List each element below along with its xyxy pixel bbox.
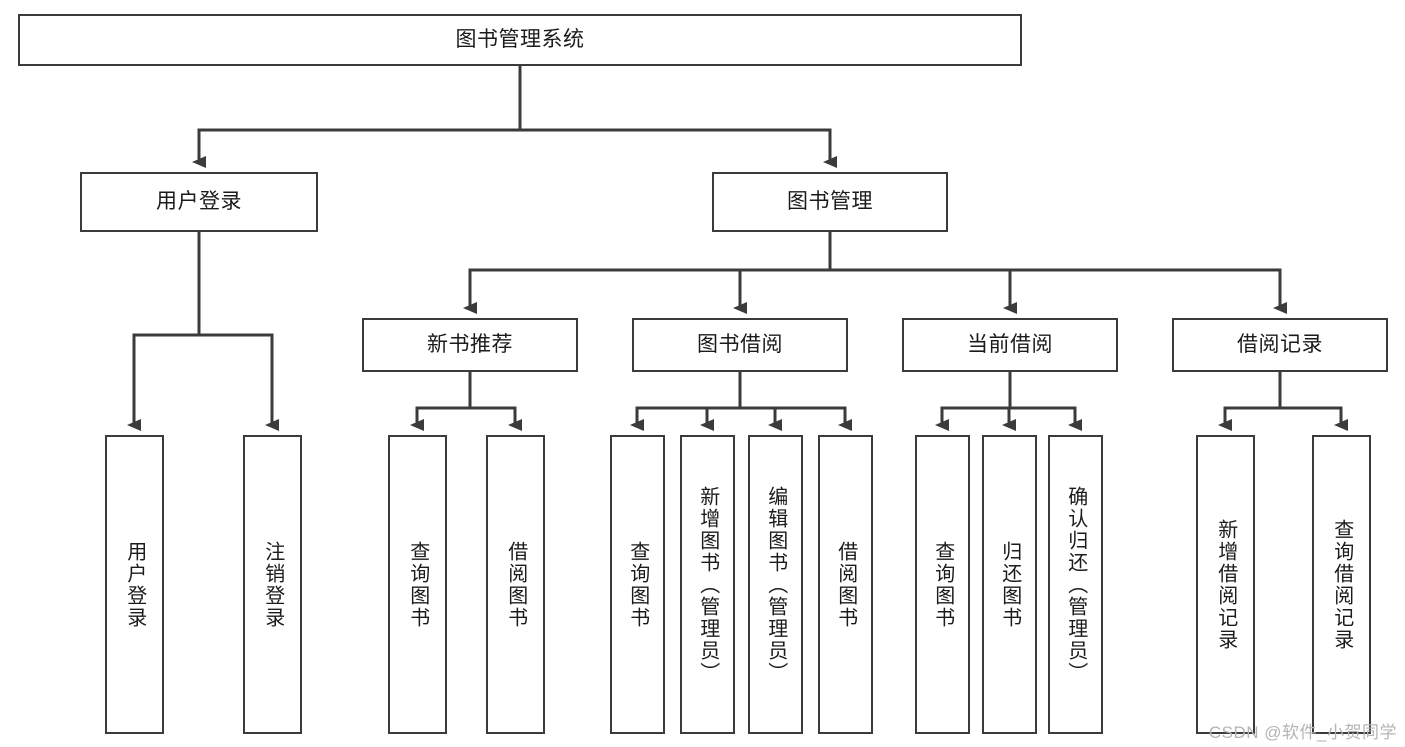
leaf-return-book[interactable]: 归还图书 — [982, 435, 1037, 734]
node-current-borrow[interactable]: 当前借阅 — [902, 318, 1118, 372]
leaf-logout[interactable]: 注销登录 — [243, 435, 302, 734]
leaf-user-login-label: 用户登录 — [123, 540, 146, 629]
leaf-user-login[interactable]: 用户登录 — [105, 435, 164, 734]
leaf-edit-book-admin[interactable]: 编辑图书（管理员） — [748, 435, 803, 734]
leaf-add-book-admin[interactable]: 新增图书（管理员） — [680, 435, 735, 734]
leaf-query-book-borrow-label: 查询图书 — [626, 540, 649, 629]
node-book-manage-label: 图书管理 — [787, 189, 873, 213]
node-borrow-record[interactable]: 借阅记录 — [1172, 318, 1388, 372]
leaf-edit-book-admin-label: 编辑图书（管理员） — [764, 485, 787, 684]
node-book-borrow-label: 图书借阅 — [697, 332, 783, 356]
leaf-query-book-recommend[interactable]: 查询图书 — [388, 435, 447, 734]
leaf-add-book-admin-label: 新增图书（管理员） — [696, 485, 719, 684]
node-user-login-label: 用户登录 — [156, 189, 242, 213]
leaf-borrow-book-label: 借阅图书 — [834, 540, 857, 629]
leaf-query-book-recommend-label: 查询图书 — [406, 540, 429, 629]
node-book-manage[interactable]: 图书管理 — [712, 172, 948, 232]
leaf-return-book-label: 归还图书 — [998, 540, 1021, 629]
leaf-add-borrow-record[interactable]: 新增借阅记录 — [1196, 435, 1255, 734]
leaf-borrow-book-recommend[interactable]: 借阅图书 — [486, 435, 545, 734]
node-book-borrow[interactable]: 图书借阅 — [632, 318, 848, 372]
leaf-borrow-book[interactable]: 借阅图书 — [818, 435, 873, 734]
node-user-login[interactable]: 用户登录 — [80, 172, 318, 232]
node-root[interactable]: 图书管理系统 — [18, 14, 1022, 66]
leaf-logout-label: 注销登录 — [261, 540, 284, 629]
watermark: CSDN @软件_小贺同学 — [1208, 723, 1397, 742]
leaf-confirm-return-admin-label: 确认归还（管理员） — [1064, 485, 1087, 684]
node-root-label: 图书管理系统 — [455, 27, 585, 51]
leaf-query-book-borrow[interactable]: 查询图书 — [610, 435, 665, 734]
node-new-book-recommend[interactable]: 新书推荐 — [362, 318, 578, 372]
leaf-query-book-current[interactable]: 查询图书 — [915, 435, 970, 734]
leaf-query-book-current-label: 查询图书 — [931, 540, 954, 629]
leaf-add-borrow-record-label: 新增借阅记录 — [1214, 518, 1237, 651]
leaf-confirm-return-admin[interactable]: 确认归还（管理员） — [1048, 435, 1103, 734]
node-new-book-recommend-label: 新书推荐 — [427, 332, 513, 356]
leaf-borrow-book-recommend-label: 借阅图书 — [504, 540, 527, 629]
leaf-query-borrow-record-label: 查询借阅记录 — [1330, 518, 1353, 651]
node-borrow-record-label: 借阅记录 — [1237, 332, 1323, 356]
node-current-borrow-label: 当前借阅 — [967, 332, 1053, 356]
leaf-query-borrow-record[interactable]: 查询借阅记录 — [1312, 435, 1371, 734]
